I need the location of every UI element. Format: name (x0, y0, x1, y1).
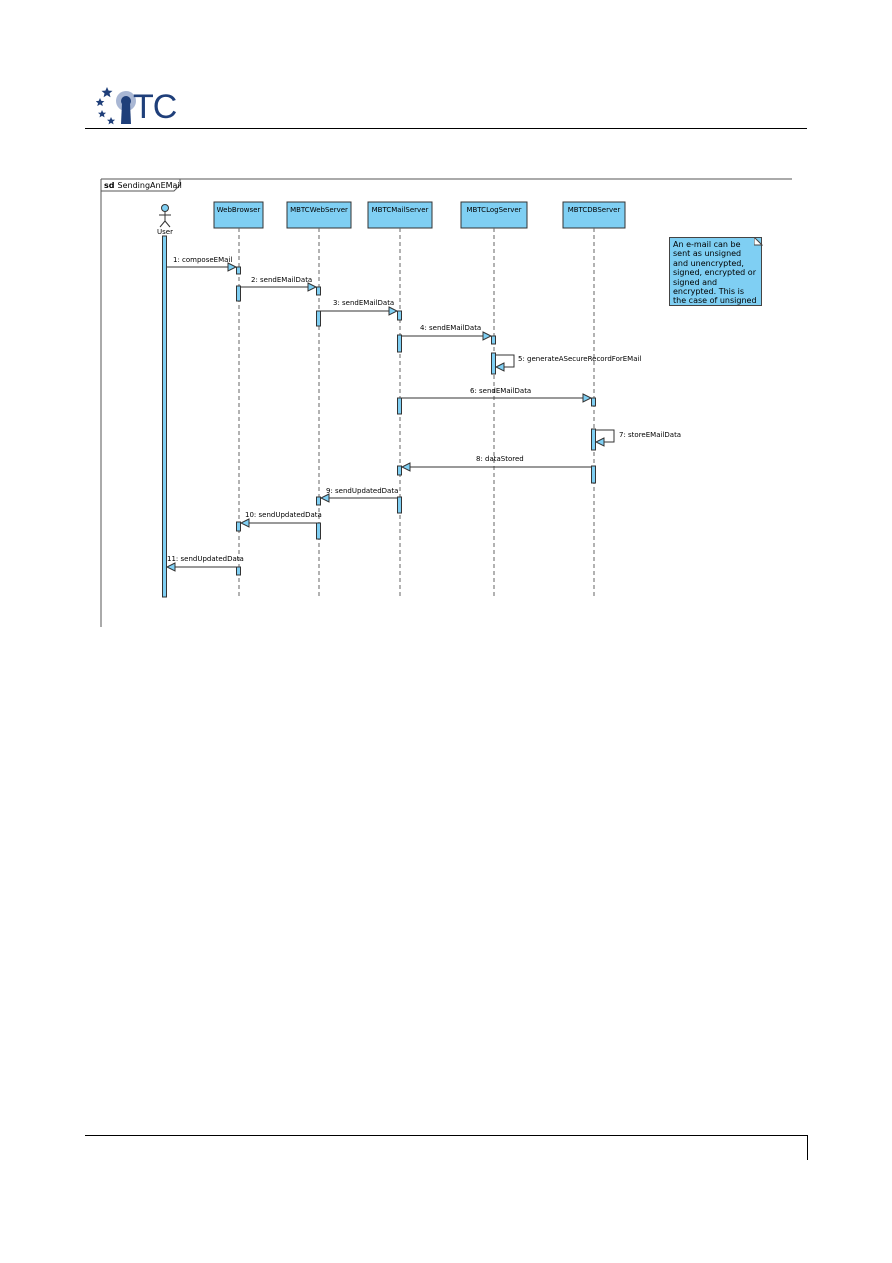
lifeline-box-logserver (460, 201, 528, 229)
message-label: 9: sendUpdatedData (326, 487, 398, 495)
activation (591, 397, 596, 407)
arrowhead (307, 282, 318, 292)
arrowhead (227, 262, 238, 272)
message-label: 1: composeEMail (173, 256, 232, 264)
activation (236, 285, 241, 302)
activation (316, 496, 321, 506)
activation (316, 522, 321, 540)
message-label: 4: sendEMailData (420, 324, 481, 332)
activation (316, 310, 321, 327)
activation (397, 334, 402, 353)
lifeline-label-mailserver: MBTCMailServer (372, 206, 429, 214)
message-label: 11: sendUpdatedData (167, 555, 244, 563)
diagram-note: An e-mail can be sent as unsigned and un… (669, 237, 762, 306)
arrowhead (582, 393, 593, 403)
header-rule (85, 128, 807, 129)
lifeline-box-dbserver (562, 201, 626, 229)
message-label: 6: sendEMailData (470, 387, 531, 395)
activation (397, 397, 402, 415)
activation (397, 310, 402, 321)
lifeline-label-logserver: MBTCLogServer (466, 206, 521, 214)
message-label: 5: generateASecureRecordForEMail (518, 355, 641, 363)
footer-tick (807, 1135, 808, 1160)
arrowhead (400, 462, 411, 472)
frame-name: SendingAnEMail (118, 181, 182, 190)
arrowhead (165, 562, 176, 572)
activation (491, 352, 496, 375)
message-arrow-self (596, 429, 615, 443)
lifeline-box-mailserver (367, 201, 433, 229)
message-label: 3: sendEMailData (333, 299, 394, 307)
lifeline-heads (213, 201, 626, 229)
message-label: 7: storeEMailData (619, 431, 681, 439)
activation (236, 521, 241, 532)
activation (236, 266, 241, 275)
logo-emblem (96, 87, 136, 125)
activation (591, 428, 596, 451)
activation (397, 496, 402, 514)
diagram-frame (100, 178, 792, 627)
activation (491, 335, 496, 345)
activation-bars (162, 235, 596, 598)
activation (397, 465, 402, 476)
arrowhead (482, 331, 493, 341)
message-label: 10: sendUpdatedData (245, 511, 322, 519)
activation-user (162, 235, 167, 598)
lifeline-label-dbserver: MBTCDBServer (568, 206, 621, 214)
lifeline-box-webserver (286, 201, 352, 229)
arrowhead (239, 518, 250, 528)
footer-rule (85, 1135, 807, 1136)
lifeline-label-webserver: MBTCWebServer (290, 206, 348, 214)
message-arrow-self (496, 354, 515, 368)
logo-text: TC (133, 88, 177, 126)
activation (316, 286, 321, 296)
arrowhead (494, 362, 505, 372)
activation (236, 566, 241, 576)
actor-label: User (157, 228, 173, 236)
note-corner-icon (754, 237, 763, 246)
actor-icon (159, 204, 171, 228)
message-arrows (165, 262, 615, 572)
arrowhead (594, 437, 605, 447)
message-label: 2: sendEMailData (251, 276, 312, 284)
arrowhead (319, 493, 330, 503)
message-label: 8: dataStored (476, 455, 524, 463)
activation (591, 465, 596, 484)
frame-keyword: sd (104, 181, 115, 190)
lifeline-label-webbrowser: WebBrowser (217, 206, 261, 214)
arrowhead (388, 306, 399, 316)
